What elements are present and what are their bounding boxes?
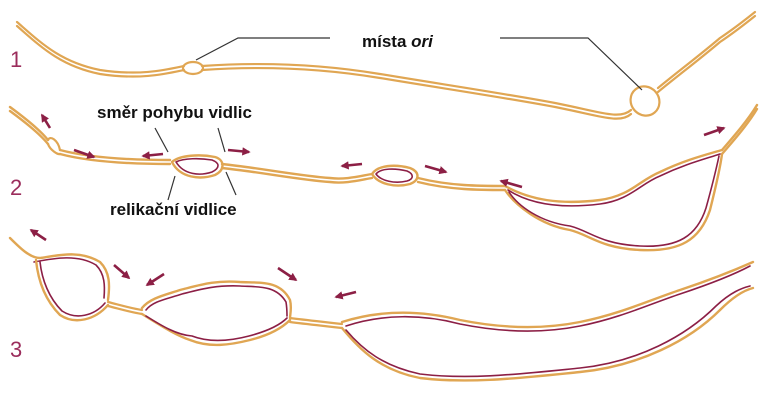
ori-pointer-right: [500, 37, 643, 91]
stage-2-arrow-1: [40, 113, 52, 129]
stage-2-bubble-3: [370, 164, 419, 187]
stage-3-arrow-1: [29, 228, 47, 242]
ori-site-2: [629, 85, 661, 117]
fork-direction-label: směr pohybu vidlic: [97, 103, 252, 122]
stage-3-link-2: [288, 316, 344, 330]
stage-2-bubble-4-bottom-new: [508, 155, 720, 247]
stage-2-bubble-4-bottom: [503, 152, 724, 252]
stage-2-bubble-2: [170, 154, 224, 179]
stage-2-bubble-3-new: [375, 168, 414, 183]
stage-2-bubble-2-new: [175, 157, 219, 175]
stage-3-bubble-3-top-new: [345, 265, 751, 332]
replication-fork-label: relikační vidlice: [110, 200, 237, 219]
stage-1-strand-top: [15, 10, 757, 116]
stage-2-dna: [8, 103, 759, 252]
ori-pointer-left: [195, 37, 330, 61]
fork-direction-pointer-right: [217, 127, 226, 153]
stage-3-arrow-5: [334, 290, 357, 300]
stage-2-arrows: [40, 113, 726, 189]
stage-2-arrow-6: [424, 164, 448, 175]
fork-label-pointers: [154, 127, 237, 201]
ori-pointer-lines: [195, 37, 643, 91]
stage-3-bubble-2-bottom-new: [145, 315, 288, 342]
stage-number-3: 3: [10, 337, 23, 362]
stage-3-arrow-3: [145, 272, 165, 287]
stage-2-parental-top: [8, 103, 759, 188]
stage-2-bubble-4-top: [503, 148, 724, 204]
ori-sites-label: místa ori: [362, 32, 433, 52]
stage-3-bubble-1-top-new: [33, 257, 106, 299]
replication-fork-pointer-right: [225, 171, 237, 196]
stage-2-arrow-7: [499, 178, 523, 189]
stage-3-bubble-3-top: [340, 260, 755, 329]
ori-site-1: [181, 60, 205, 76]
stage-3-bubble-2-top-new: [145, 285, 288, 317]
stage-3-bubble-2-bottom: [140, 312, 292, 347]
stage-3-dna: [8, 236, 755, 382]
stage-2-parental-bottom: [8, 107, 759, 192]
stage-3-arrow-2: [113, 264, 131, 280]
stage-2-arrow-5: [340, 161, 363, 170]
stage-3-bubble-3-bottom: [340, 286, 755, 382]
stage-2-bubble-4-top-new: [507, 153, 721, 207]
stage-2-arrow-3: [141, 151, 164, 160]
ori-sites-label-italic: ori: [411, 32, 433, 51]
fork-direction-pointer-left: [154, 127, 169, 153]
stage-3-bubble-2-top: [140, 280, 293, 320]
stage-3-arrows: [29, 228, 357, 300]
ori-sites-label-prefix: místa: [362, 32, 407, 51]
stage-2-bubble-1-top: [46, 136, 62, 152]
stage-3-bubble-1-top: [8, 236, 111, 302]
stage-1-dna: [15, 10, 757, 120]
stage-2-bubble-1-bottom: [46, 142, 62, 156]
replication-fork-pointer-left: [167, 175, 176, 201]
stage-3-bubble-3-bottom-new: [345, 285, 751, 378]
stage-2-arrow-4: [227, 147, 251, 156]
stage-number-2: 2: [10, 175, 23, 200]
stage-3-bubble-1-bottom: [34, 258, 110, 322]
stage-2-arrow-8: [703, 126, 726, 137]
stage-3-link-1: [106, 300, 144, 316]
stage-1-strand-bottom: [15, 14, 757, 120]
stage-2-arrow-2: [73, 148, 96, 159]
stage-number-1: 1: [10, 47, 23, 72]
stage-3-arrow-4: [277, 266, 298, 282]
stage-3-bubble-1-bottom-new: [39, 261, 106, 317]
